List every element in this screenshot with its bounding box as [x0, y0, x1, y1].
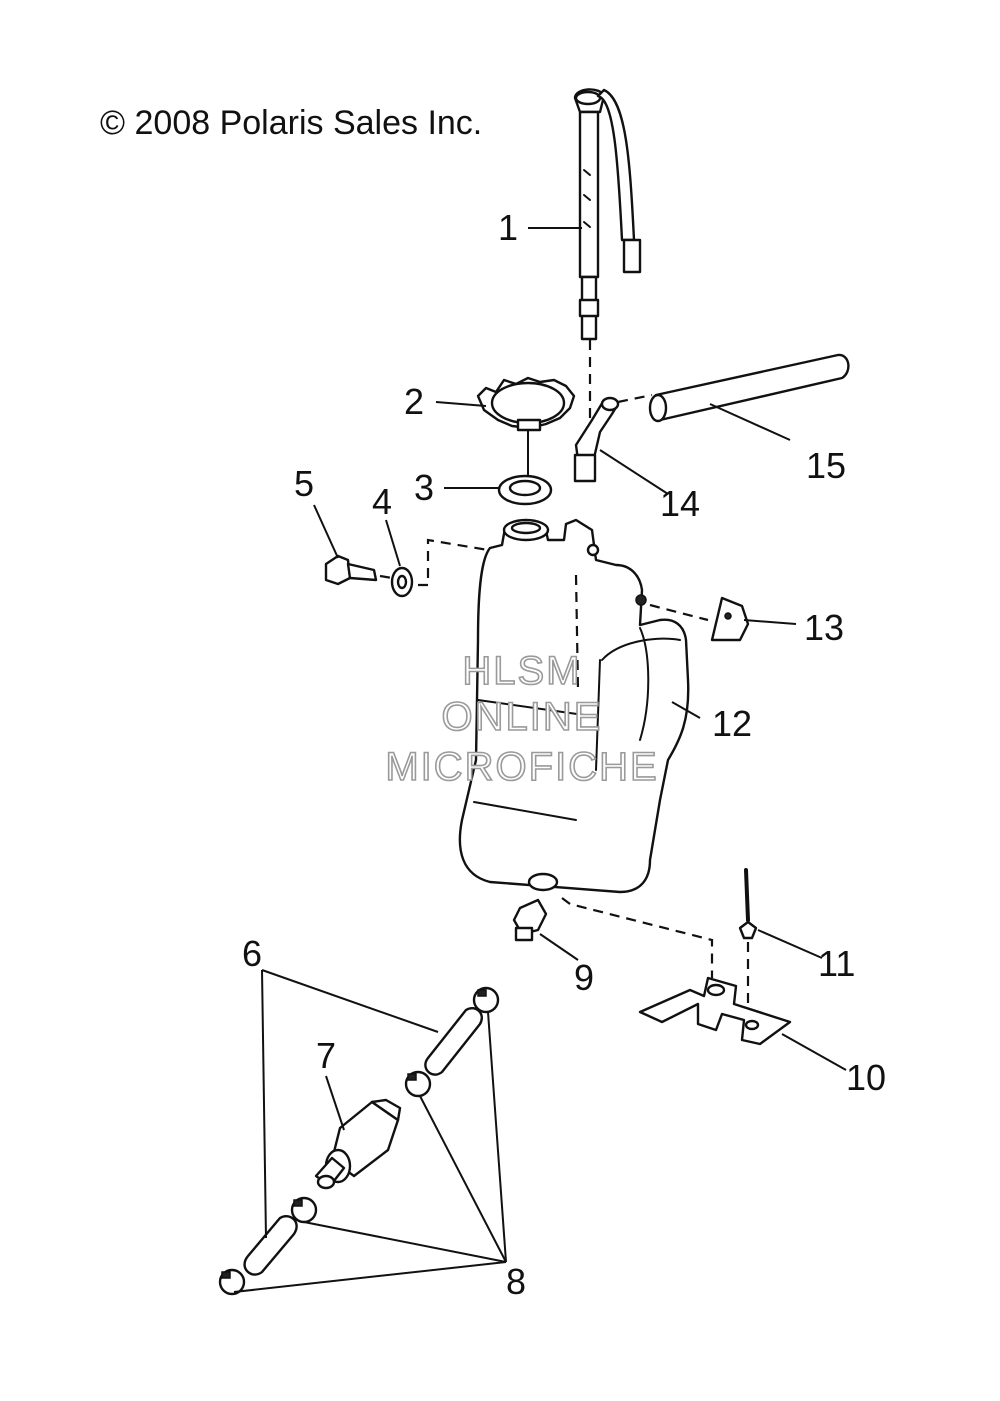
callout-14: 14: [660, 483, 700, 524]
callouts: 1 2 3 4 5 6 7 8 9 10 11 12 13 14 15: [242, 207, 886, 1302]
part-15-hose: [648, 353, 850, 423]
part-10-bracket: [638, 976, 792, 1046]
callout-3: 3: [414, 467, 434, 508]
part-6-hose-upper: [424, 1007, 483, 1076]
part-4-washer: [390, 566, 414, 598]
callout-2: 2: [404, 381, 424, 422]
part-14-elbow: [573, 396, 620, 483]
callout-8: 8: [506, 1261, 526, 1302]
part-9-fitting: [512, 872, 559, 942]
dash-4-tank: [418, 538, 489, 587]
part-8-clamp-d: [218, 1268, 246, 1296]
callout-10: 10: [846, 1057, 886, 1098]
watermark-line-2: ONLINE: [442, 695, 603, 739]
copyright-notice: © 2008 Polaris Sales Inc.: [100, 104, 483, 142]
part-13-clip: [710, 596, 750, 642]
part-8-clamp-b: [404, 1070, 432, 1098]
part-1-dipstick: [573, 88, 642, 341]
leader-lines: [233, 227, 847, 1293]
callout-15: 15: [806, 445, 846, 486]
part-3-gasket: [497, 474, 553, 506]
dash-tank-13: [649, 603, 709, 622]
dash-tank-inner: [574, 574, 580, 691]
dash-9-10: [561, 897, 714, 978]
callout-6: 6: [242, 933, 262, 974]
part-2-cap: [476, 376, 576, 432]
part-8-clamp-c: [290, 1196, 318, 1224]
callout-9: 9: [574, 957, 594, 998]
watermark-line-3: MICROFICHE: [385, 745, 658, 789]
part-7-filter: [314, 1098, 402, 1190]
part-6-hose-lower: [243, 1215, 298, 1276]
callout-7: 7: [316, 1035, 336, 1076]
callout-5: 5: [294, 463, 314, 504]
part-11-screw: [738, 868, 758, 940]
part-8-clamp-a: [472, 986, 500, 1014]
dash-5-4: [379, 574, 393, 580]
part-5-bolt: [324, 554, 378, 586]
callout-13: 13: [804, 607, 844, 648]
dash-14-15: [617, 393, 653, 404]
part-12-tank: [458, 518, 690, 894]
callout-1: 1: [498, 207, 518, 248]
watermark-line-1: HLSM: [462, 649, 581, 693]
callout-4: 4: [372, 481, 392, 522]
callout-11: 11: [818, 943, 855, 984]
watermark: HLSM ONLINE MICROFICHE: [385, 648, 658, 790]
callout-12: 12: [712, 703, 752, 744]
